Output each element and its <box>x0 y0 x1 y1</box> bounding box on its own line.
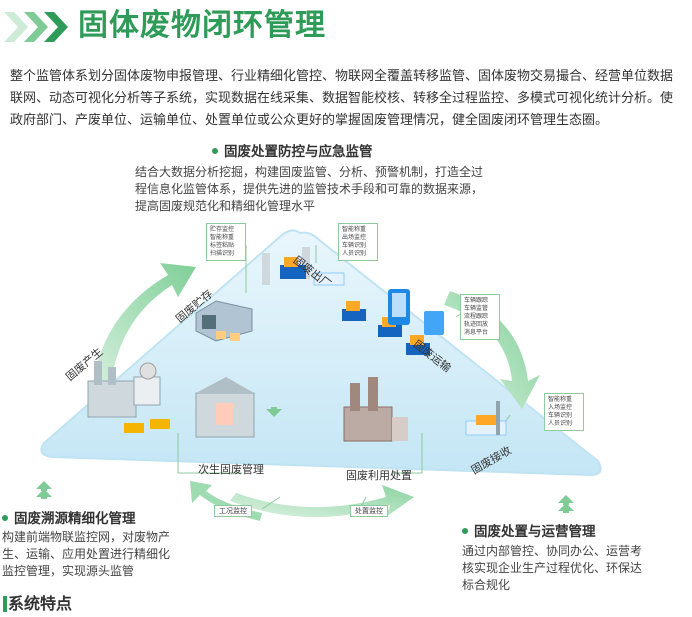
section-text-left: 构建前端物联监控网，对废物产 生、运输、应用处置进行精细化 监控管理，实现源头监… <box>2 530 171 578</box>
bullet-dot-icon <box>2 515 8 521</box>
stage-label-secondary: 次生固废管理 <box>198 463 264 476</box>
warehouse-storage <box>195 300 253 342</box>
info-box-transport: 车辆跟踪 车辆监管 流程跟踪 轨迹回放 消息平台 <box>460 294 500 340</box>
chevron-right-icon <box>4 12 68 42</box>
gate-exit <box>262 247 345 286</box>
up-arrow-icon-left <box>36 481 52 499</box>
section-text-right: 通过内部管控、协同办公、运营考 核实现企业生产过程优化、环保达 标合规化 <box>462 544 643 592</box>
info-box-exit: 智能称重 出场监控 车辆识别 人员识别 <box>338 223 378 261</box>
tag-disposal-monitor: 处置监控 <box>350 505 388 517</box>
section-title-left: 固废溯源精细化管理 <box>2 510 136 528</box>
trucks-transport <box>342 289 444 355</box>
triangle-platform <box>40 229 602 477</box>
bullet-dot-icon <box>212 148 218 154</box>
info-box-storage: 贮存监控 智能称重 标签粘贴 扫描识别 <box>206 223 246 261</box>
arrow-left-curve <box>92 263 196 393</box>
section-title-top: 固废处置防控与应急监管 <box>212 143 373 161</box>
building-secondary <box>195 377 255 438</box>
plant-utilize <box>343 377 408 442</box>
tag-condition-monitor: 工况监控 <box>214 505 252 517</box>
stage-label-utilize: 固废利用处置 <box>346 469 412 482</box>
intro-paragraph: 整个监管体系划分固体废物申报管理、行业精细化管控、物联网全覆盖转移监管、固体废物… <box>10 69 674 128</box>
section-text-top: 结合大数据分析挖掘，构建固废监管、分析、预警机制，打造全过 程信息化监管体系，提… <box>135 165 484 213</box>
bullet-dot-icon <box>462 528 468 534</box>
section-title-right: 固废处置与运营管理 <box>462 523 596 541</box>
page-title: 固体废物闭环管理 <box>78 8 326 43</box>
down-arrow-icon-top <box>266 407 282 417</box>
section-marker-icon <box>3 596 7 612</box>
info-box-receive: 智能称重 入场监控 车辆识别 人员识别 <box>544 393 584 431</box>
section-heading-features: 系统特点 <box>8 594 73 613</box>
up-arrow-icon-right <box>558 495 574 513</box>
arrow-right-curve <box>444 291 540 409</box>
factory-produce <box>87 361 170 433</box>
station-receive <box>465 401 507 436</box>
